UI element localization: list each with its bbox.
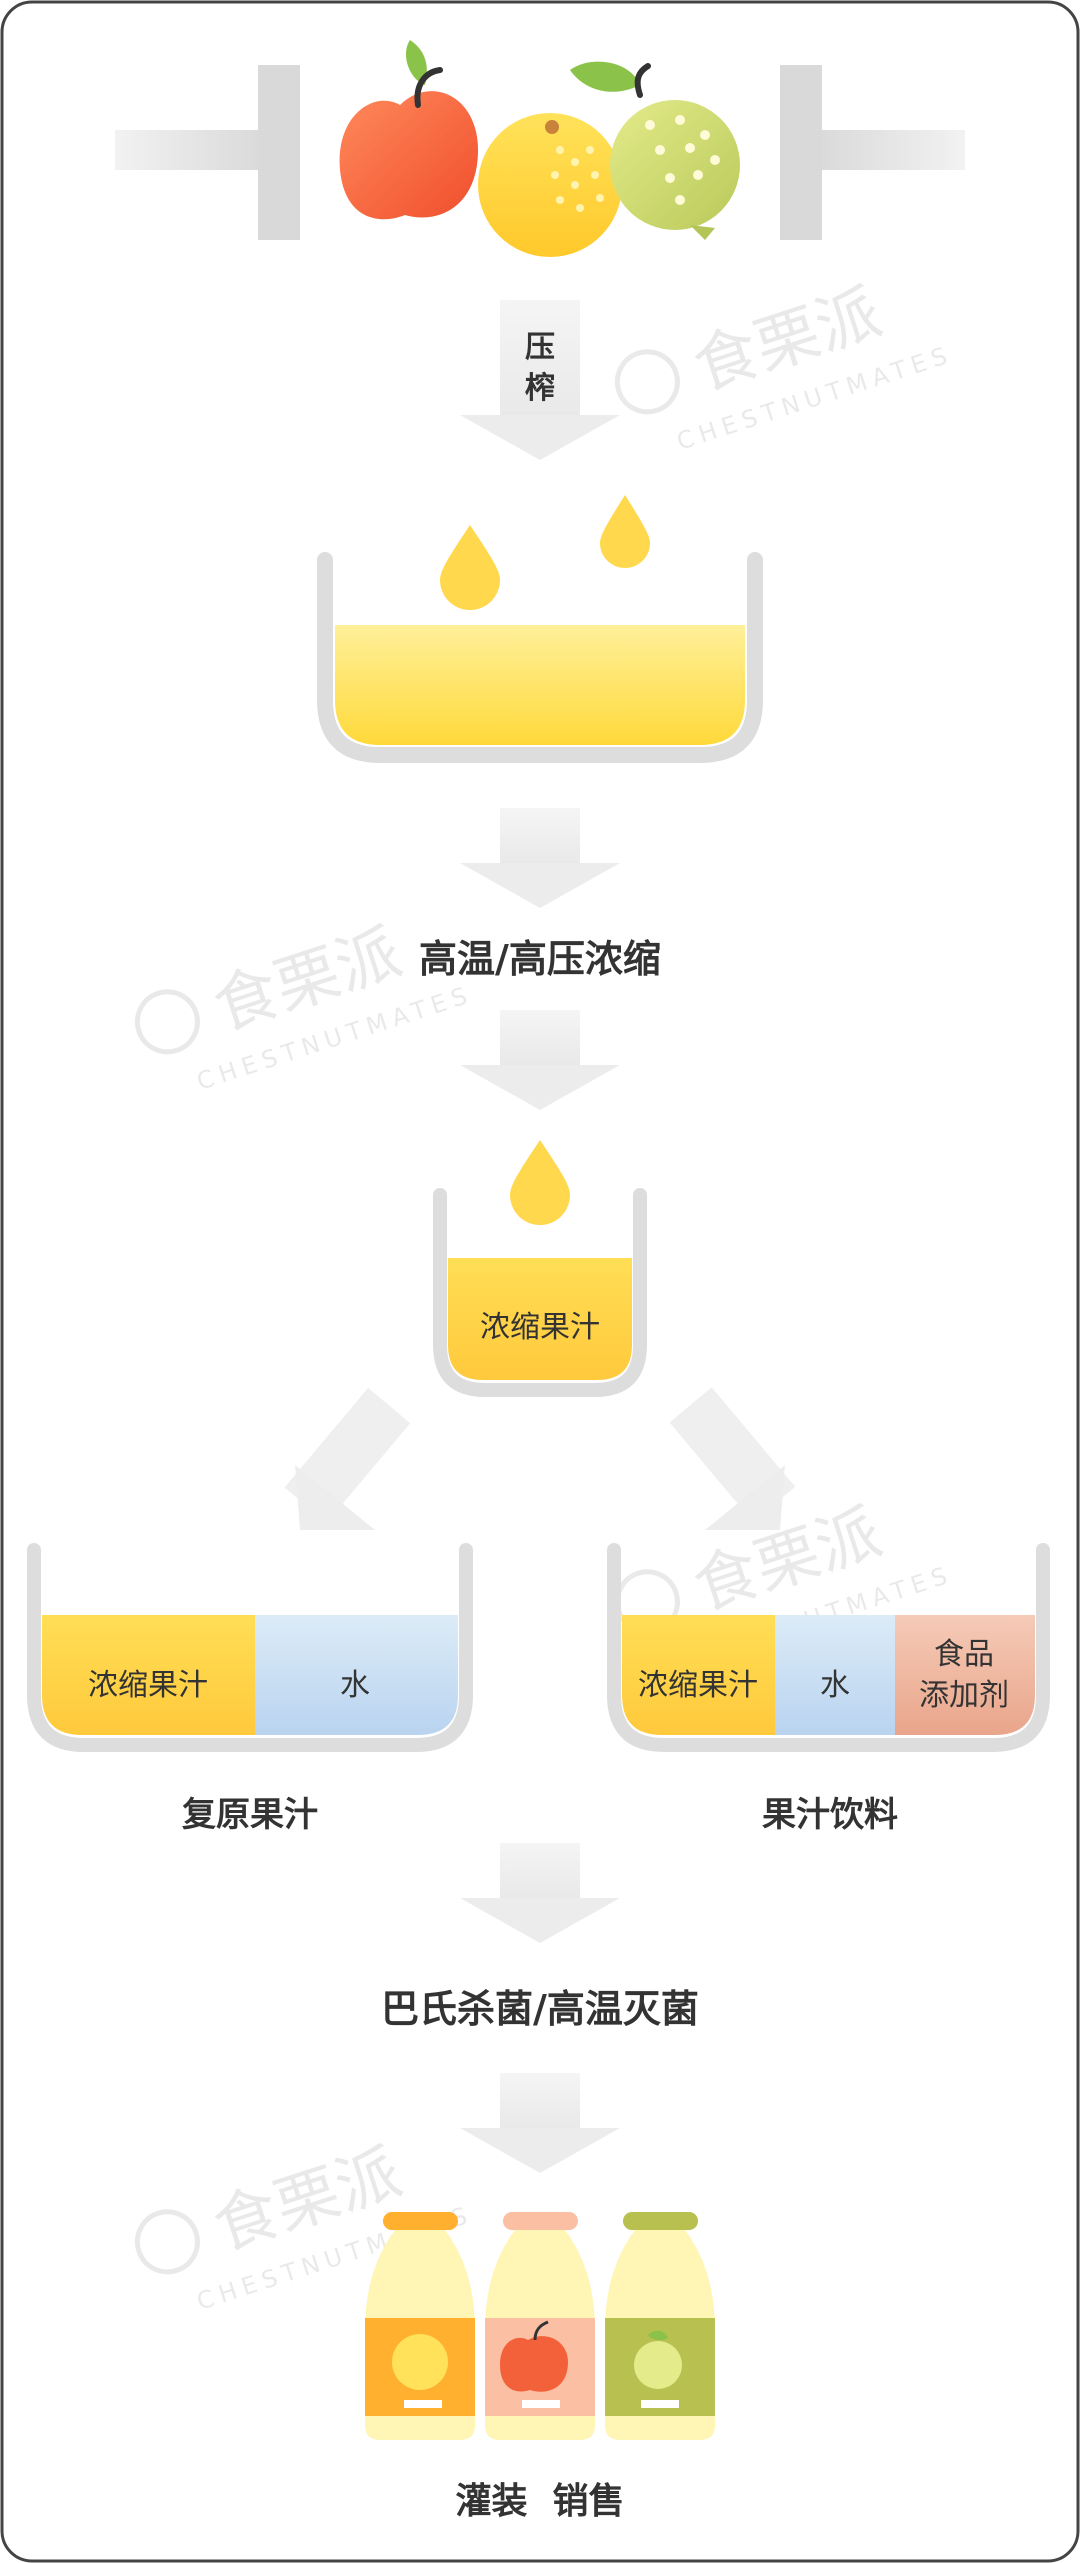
arrow-down [460, 2073, 620, 2173]
orange-juice-bottle-icon [365, 2212, 475, 2440]
orange-icon [478, 113, 622, 257]
step-fill-sell-label: 灌装 销售 [455, 2481, 625, 2522]
apple-juice-bottle-icon [485, 2212, 595, 2440]
arrow-down [460, 808, 620, 908]
additive-label: 食品 添加剂 [919, 1637, 1009, 1713]
concentrate-cup [433, 1188, 647, 1397]
press-left-icon [115, 65, 300, 240]
drop-icon [600, 495, 650, 568]
reconstituted-juice-bowl [27, 1543, 473, 1752]
guava-juice-bottle-icon [605, 2212, 715, 2440]
left-water-label: 水 [340, 1668, 370, 1703]
reconstituted-juice-title: 复原果汁 [182, 1795, 318, 1835]
left-juice-label: 浓缩果汁 [88, 1668, 208, 1703]
arrow-down [460, 1843, 620, 1943]
arrow-right-branch [669, 1387, 796, 1530]
juice-bowl [317, 552, 763, 763]
arrow-press [460, 300, 620, 460]
apple-icon [339, 40, 478, 220]
step-press-label: 压 榨 [525, 330, 555, 406]
concentrate-juice-label: 浓缩果汁 [480, 1310, 600, 1345]
right-juice-label: 浓缩果汁 [638, 1668, 758, 1703]
guava-icon [570, 61, 740, 240]
juice-drink-title: 果汁饮料 [762, 1795, 898, 1835]
drop-icon [440, 525, 500, 610]
juice-drink-bowl [607, 1543, 1050, 1752]
arrow-down [460, 1010, 620, 1110]
press-right-icon [780, 65, 965, 240]
step-concentrate-label: 高温/高压浓缩 [419, 937, 661, 981]
drop-icon [510, 1140, 570, 1225]
step-sterilize-label: 巴氏杀菌/高温灭菌 [381, 1987, 699, 2031]
arrow-left-branch [284, 1387, 411, 1530]
right-water-label: 水 [820, 1668, 850, 1703]
